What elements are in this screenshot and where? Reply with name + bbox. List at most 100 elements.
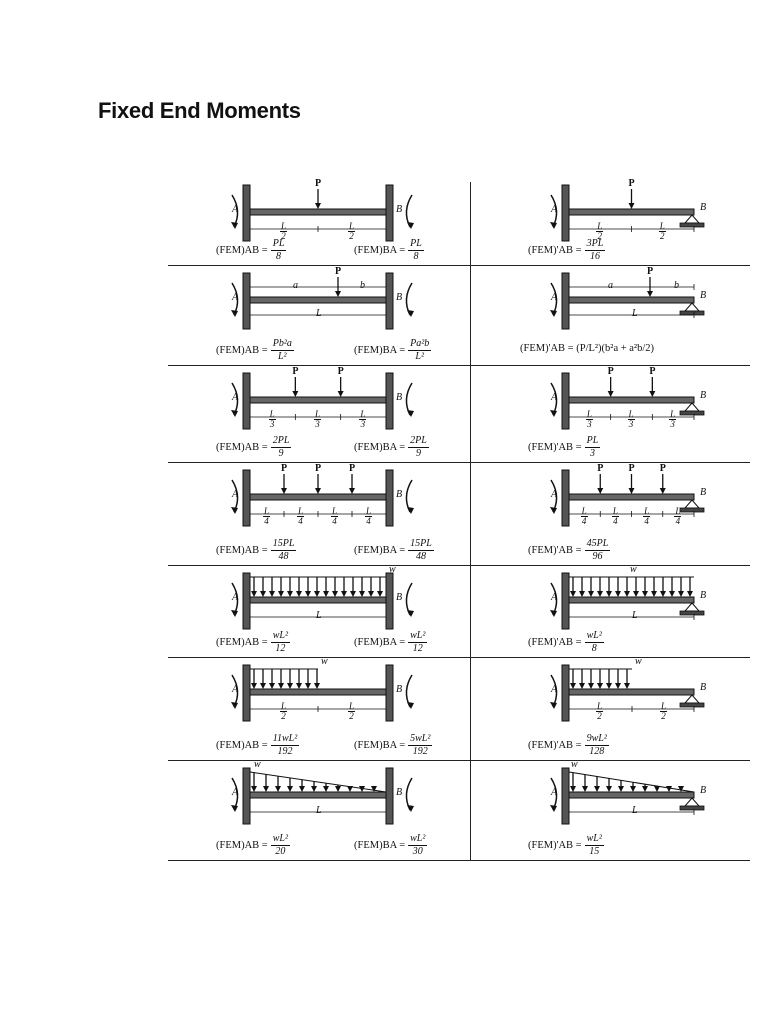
dimension-denominator: 2 <box>597 711 602 721</box>
diagram-label: A <box>551 489 558 500</box>
moment-arrow-head <box>231 222 238 229</box>
equation-denominator: 9 <box>415 448 421 459</box>
diagram-label: B <box>396 292 403 303</box>
dimension-denominator: 3 <box>628 419 634 429</box>
load-arrow-head <box>606 591 612 597</box>
equation-lhs: (FEM)'AB = <box>528 637 582 648</box>
equation-lhs: (FEM)'AB = <box>528 740 582 751</box>
dimension-numerator: L <box>268 409 276 420</box>
load-arrow-head <box>263 786 269 792</box>
diagram-label: L <box>632 610 638 621</box>
row-divider <box>168 760 750 761</box>
load-label-p: P <box>335 266 342 277</box>
dimension-numerator: L <box>674 506 682 517</box>
load-arrow-head <box>687 591 693 597</box>
diagram-label: B <box>700 682 707 693</box>
row-divider <box>168 265 750 266</box>
load-arrow-head <box>606 683 612 689</box>
dimension-numerator: L <box>359 409 367 420</box>
load-arrow-head <box>642 591 648 597</box>
load-arrow-head <box>349 488 355 494</box>
equation-denominator: 9 <box>278 448 284 459</box>
moment-arrow-head <box>550 702 557 709</box>
moment-arrow-head <box>550 805 557 812</box>
page-title: Fixed End Moments <box>98 98 301 123</box>
equation-lhs: (FEM)BA = <box>354 545 406 556</box>
load-arrow-head <box>570 786 576 792</box>
equation-denominator: 20 <box>275 846 286 857</box>
moment-arrow-head <box>407 805 414 812</box>
load-arrow-head <box>597 591 603 597</box>
load-label-p: P <box>315 463 322 474</box>
fixed-support <box>385 469 394 527</box>
roller-base <box>679 310 705 316</box>
load-arrow-head <box>630 786 636 792</box>
equation-lhs: (FEM)BA = <box>354 345 406 356</box>
load-label-p: P <box>607 366 614 377</box>
fixed-support <box>242 372 251 430</box>
triangular-load <box>568 771 695 793</box>
dimension-numerator: L <box>348 701 356 712</box>
load-arrow-head <box>278 683 284 689</box>
load-arrow-head <box>260 683 266 689</box>
diagram-label: A <box>551 684 558 695</box>
moment-arrow-head <box>407 222 414 229</box>
moment-arrow-head <box>550 222 557 229</box>
fixed-support <box>242 664 251 722</box>
dimension-numerator: L <box>596 221 604 232</box>
fixed-support <box>561 272 570 330</box>
diagram-label: A <box>232 592 239 603</box>
beam <box>249 688 387 696</box>
load-arrow-head <box>296 591 302 597</box>
load-arrow-head <box>642 786 648 792</box>
equation-numerator: Pb²a <box>270 338 294 351</box>
dimension-denominator: 2 <box>661 711 666 721</box>
load-arrow-head <box>597 683 603 689</box>
equation-denominator: 16 <box>589 251 600 262</box>
dimension-denominator: 4 <box>264 516 269 526</box>
row-divider <box>168 657 750 658</box>
diagram-label: A <box>232 489 239 500</box>
diagram-label: B <box>396 392 403 403</box>
equation-lhs: (FEM)'AB = <box>528 245 582 256</box>
equation-lhs: (FEM)BA = <box>354 442 406 453</box>
roller-support <box>683 499 701 509</box>
equation-numerator: Pa²b <box>408 338 432 351</box>
equation-denominator: 48 <box>415 551 426 562</box>
moment-arrow-head <box>407 410 414 417</box>
fixed-support <box>385 572 394 630</box>
load-arrow-head <box>368 591 374 597</box>
equation-numerator: PL <box>270 238 287 251</box>
load-arrow-head <box>287 683 293 689</box>
diagram-label: L <box>316 805 322 816</box>
load-arrow-head <box>260 591 266 597</box>
load-arrow-head <box>570 683 576 689</box>
load-arrow-head <box>615 683 621 689</box>
row-divider <box>168 462 750 463</box>
equation-numerator: 3PL <box>584 238 606 251</box>
roller-base <box>679 610 705 616</box>
diagram-label: b <box>674 280 679 291</box>
equation-lhs: (FEM)AB = <box>216 245 268 256</box>
